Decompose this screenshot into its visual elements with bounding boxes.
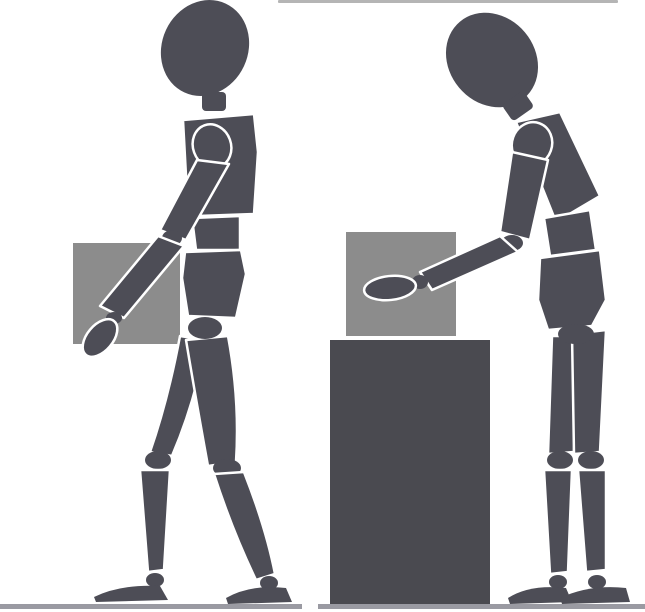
left-neck: [202, 92, 226, 111]
left-back-ankle: [146, 573, 164, 587]
right-hip-joint: [558, 324, 594, 344]
right-front-ankle: [588, 575, 606, 589]
right-back-knee: [547, 451, 573, 469]
panel-right: [318, 0, 645, 609]
floor-right: [318, 604, 645, 609]
left-back-knee: [145, 451, 171, 469]
left-back-foot: [94, 586, 168, 602]
cropped-caption-residue: [278, 0, 618, 6]
right-front-shin: [578, 470, 606, 572]
panel-left: [0, 0, 302, 609]
right-front-knee: [578, 451, 604, 469]
right-back-ankle: [549, 575, 567, 589]
caption-residue-mark: [278, 0, 618, 3]
left-abdomen: [192, 216, 240, 250]
mannequin-left: [76, 0, 292, 604]
left-hip-joint: [188, 317, 222, 339]
left-front-shin: [214, 472, 275, 580]
left-back-shin: [140, 470, 170, 572]
left-front-foot: [226, 587, 292, 604]
right-front-foot: [560, 587, 630, 604]
right-pelvis: [538, 250, 606, 330]
right-head: [427, 0, 557, 126]
right-back-shin: [544, 470, 572, 574]
right-abdomen: [544, 210, 596, 256]
left-front-thigh: [186, 336, 237, 466]
right-front-thigh: [572, 330, 606, 454]
left-pelvis: [182, 250, 246, 318]
right-upper-arm: [500, 152, 548, 240]
floor-left: [0, 604, 302, 609]
pedestal: [330, 340, 490, 606]
